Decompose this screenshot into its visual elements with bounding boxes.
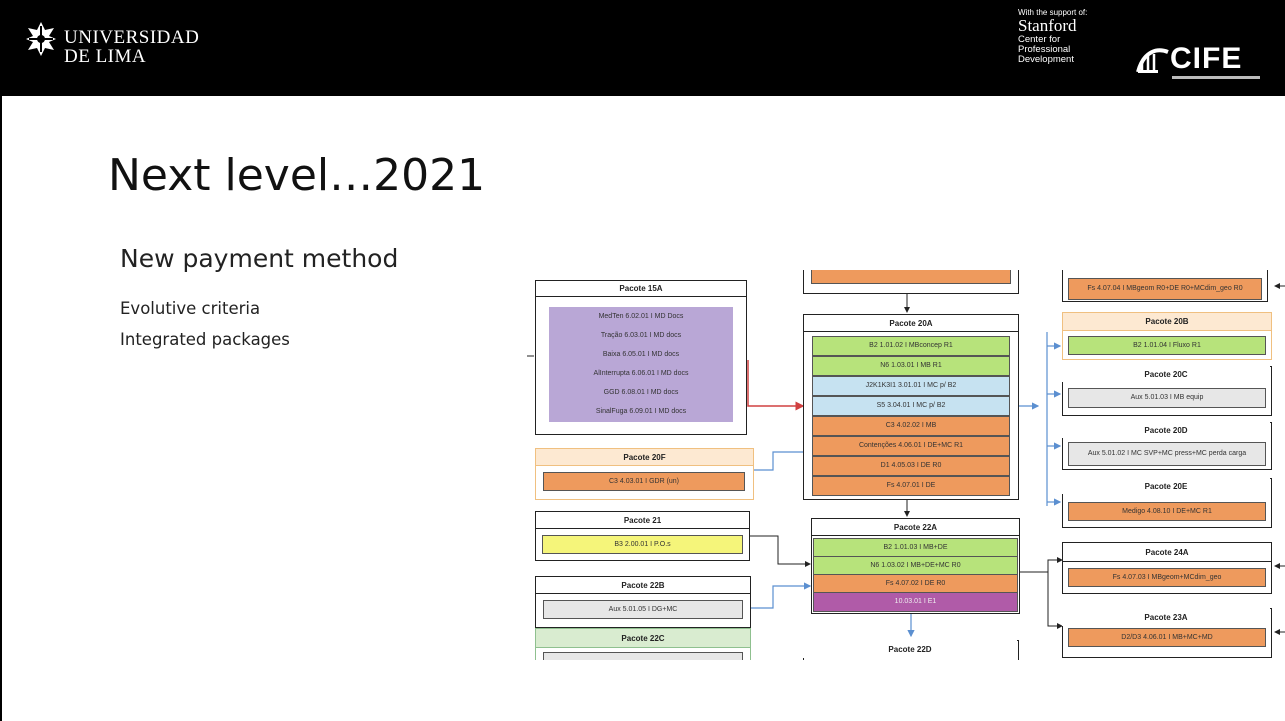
connector-22a-23a: [1047, 572, 1063, 629]
connector-21-22a: [747, 535, 811, 567]
package-22a-item: B2 1.01.03 I MB+DE: [813, 538, 1018, 557]
center-line-3: Development: [1018, 54, 1074, 65]
connector-22b-22a: [749, 582, 812, 609]
university-name-line-2: DE LIMA: [64, 46, 147, 67]
package-21-title: Pacote 21: [535, 511, 750, 529]
package-20e-item: Medigo 4.08.10 I DE+MC R1: [1068, 502, 1266, 521]
university-name-line-1: UNIVERSIDAD: [64, 27, 200, 48]
package-22a-item: N6 1.03.02 I MB+DE+MC R0: [813, 556, 1018, 575]
package-22a-title: Pacote 22A: [811, 518, 1020, 536]
package-15a-item: Baixa 6.05.01 I MD docs: [549, 345, 733, 364]
package-22d-title: Pacote 22D: [803, 640, 1017, 658]
package-15a-item: SinalFuga 6.09.01 I MD docs: [549, 402, 733, 422]
package-20a-item: C3 4.02.02 I MB: [812, 416, 1010, 436]
package-22c-title: Pacote 22C: [535, 628, 751, 648]
slide-title: Next level…2021: [108, 150, 486, 201]
package-20a-item: Contenções 4.06.01 I DE+MC R1: [812, 436, 1010, 456]
slide-header: UNIVERSIDAD DE LIMA With the support of:…: [0, 0, 1285, 96]
package-top-item: [811, 270, 1011, 284]
package-20d-title: Pacote 20D: [1062, 422, 1270, 438]
package-20f-item: C3 4.03.01 I GDR (un): [543, 472, 745, 491]
diagram-connectors: [527, 283, 1285, 638]
slide-subtitle: New payment method: [120, 244, 399, 273]
package-24a-item: Fs 4.07.03 I MBgeom+MCdim_geo: [1068, 568, 1266, 587]
package-15a-item: AlInterrupta 6.06.01 I MD docs: [549, 364, 733, 383]
cife-logo: CIFE: [1170, 42, 1243, 75]
package-15a-item: Tração 6.03.01 I MD docs: [549, 326, 733, 345]
package-20a-item: Fs 4.07.01 I DE: [812, 476, 1010, 496]
package-15a-title: Pacote 15A: [535, 280, 747, 297]
package-20a-item: N6 1.03.01 I MB R1: [812, 356, 1010, 376]
package-15a-item: MedTen 6.02.01 I MD Docs: [549, 307, 733, 326]
package-20a-item: S5 3.04.01 I MC p/ B2: [812, 396, 1010, 416]
cife-tagline-bar: [1172, 76, 1260, 79]
package-22a-item: Fs 4.07.02 I DE R0: [813, 574, 1018, 593]
cife-bridge-icon: [1136, 48, 1169, 73]
package-20a-item: D1 4.05.03 I DE R0: [812, 456, 1010, 476]
slide-left-border: [0, 96, 2, 721]
package-20a-item: J2K1K3I1 3.01.01 I MC p/ B2: [812, 376, 1010, 396]
package-20a-item: B2 1.01.02 I MBconcep R1: [812, 336, 1010, 356]
package-22b-item: Aux 5.01.05 I DG+MC: [543, 600, 743, 619]
package-20a-title: Pacote 20A: [803, 314, 1019, 332]
support-block: With the support of: Stanford Center for…: [1018, 8, 1087, 65]
center-line-1: Center for: [1018, 34, 1061, 45]
stanford-label: Stanford: [1018, 16, 1077, 35]
package-20b-item: B2 1.01.04 I Fluxo R1: [1068, 336, 1266, 355]
universidad-de-lima-logo: [26, 22, 56, 56]
connector-15a-20a: [747, 360, 805, 411]
center-line-2: Professional: [1018, 44, 1071, 55]
package-20e-title: Pacote 20E: [1062, 478, 1270, 494]
package-24a-title: Pacote 24A: [1062, 542, 1272, 562]
package-15a-item: GGD 6.08.01 I MD docs: [549, 383, 733, 402]
package-20c-title: Pacote 20C: [1062, 366, 1270, 382]
package-top-right-item: Fs 4.07.04 I MBgeom R0+DE R0+MCdim_geo R…: [1068, 278, 1262, 300]
package-20d-item: Aux 5.01.02 I MC SVP+MC press+MC perda c…: [1068, 442, 1266, 466]
package-20c-item: Aux 5.01.03 I MB equip: [1068, 388, 1266, 408]
package-22a-item: 10.03.01 I E1: [813, 592, 1018, 612]
connector-20f-20a: [753, 448, 812, 471]
package-20b-title: Pacote 20B: [1062, 312, 1272, 331]
connector-22a-24a: [1018, 557, 1063, 573]
bullet-item: Evolutive criteria: [120, 299, 261, 318]
package-diagram: Pacote 15A MedTen 6.02.01 I MD Docs Traç…: [527, 270, 1285, 660]
package-22b-title: Pacote 22B: [535, 576, 751, 594]
bullet-item: Integrated packages: [120, 330, 290, 349]
package-23a-item: D2/D3 4.06.01 I MB+MC+MD: [1068, 628, 1266, 647]
package-22c-item: [543, 652, 743, 660]
university-name: UNIVERSIDAD DE LIMA: [64, 28, 199, 66]
package-20f-title: Pacote 20F: [535, 448, 754, 466]
package-23a-title: Pacote 23A: [1062, 608, 1270, 626]
package-21-item: B3 2.00.01 I P.O.s: [542, 535, 743, 554]
support-label: With the support of:: [1018, 8, 1088, 17]
